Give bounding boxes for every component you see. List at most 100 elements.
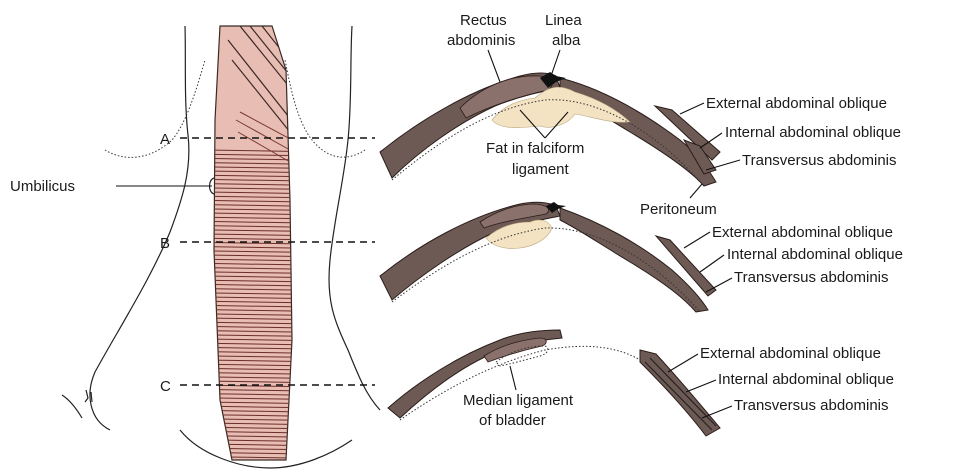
pubic-hair-mark	[84, 389, 93, 403]
rectus-fiber-stripes	[214, 149, 292, 459]
rectus-fiber-stripe	[214, 191, 292, 194]
section-a-rectus-label-2: abdominis	[447, 32, 515, 49]
rectus-fiber-stripe	[214, 204, 292, 207]
section-b-internal-leader	[699, 254, 725, 273]
section-a-linea-label-2: alba	[552, 32, 581, 49]
rectus-fiber-stripe	[214, 363, 292, 367]
rectus-fiber-stripe	[214, 309, 292, 312]
rectus-fiber-stripe	[214, 170, 292, 173]
section-c-lateral-wall	[639, 349, 721, 437]
left-hip-line	[61, 394, 83, 419]
rectus-fiber-stripe	[214, 199, 292, 203]
rectus-fiber-stripe	[214, 388, 292, 392]
section-b-transversus-leader	[705, 277, 733, 293]
rectus-fiber-stripe	[214, 275, 292, 278]
lower-belly-contour	[179, 429, 353, 469]
section-c-external-label: External abdominal oblique	[700, 345, 881, 362]
section-a-linea-leader	[550, 49, 561, 77]
rectus-fiber-stripe	[214, 292, 292, 295]
section-a-peritoneum	[391, 99, 701, 183]
rectus-fiber-stripe	[214, 279, 292, 283]
rectus-fiber-stripe	[214, 220, 292, 224]
left-rib-margin	[104, 59, 206, 158]
section-a-linea-alba	[540, 72, 566, 88]
section-a-external-label: External abdominal oblique	[706, 95, 887, 112]
rectus-fiber-stripe	[214, 325, 292, 329]
rectus-fiber-stripe	[214, 254, 292, 257]
rectus-fiber-stripe	[214, 153, 292, 157]
rectus-fiber-stripe	[214, 233, 292, 236]
rectus-fiber-stripe	[214, 212, 292, 215]
section-a-lateral-layer	[682, 139, 717, 175]
section-a-transversus-leader	[705, 159, 741, 171]
section-a-fat-label-2: ligament	[512, 161, 570, 178]
rectus-fiber-stripe	[214, 216, 292, 220]
rectus-fiber-stripe	[214, 288, 292, 291]
rectus-fiber-stripe	[214, 229, 292, 232]
rectus-fiber-stripe	[214, 342, 292, 346]
section-c-external-leader	[667, 353, 699, 373]
section-a-fat-leader	[519, 109, 569, 139]
rectus-fiber-stripe	[214, 346, 292, 350]
section-a-rectus-label-1: Rectus	[460, 12, 507, 29]
section-c-transversus-leader	[701, 405, 733, 419]
rectus-fiber-stripe	[214, 317, 292, 320]
section-b-peritoneum	[391, 227, 701, 313]
right-rib-margin	[284, 59, 366, 158]
section-b-wall-right	[559, 207, 709, 313]
rectus-fiber-stripe	[214, 397, 292, 400]
section-c-rectus	[483, 337, 547, 363]
rectus-fiber-stripe	[214, 296, 292, 299]
level-label-b: B	[160, 235, 170, 252]
rectus-fiber-stripe	[214, 157, 292, 161]
section-c-peritoneum	[399, 345, 641, 421]
section-b-external-label: External abdominal oblique	[712, 224, 893, 241]
rectus-fiber-stripe	[214, 334, 292, 337]
section-a-external-leader	[679, 102, 705, 115]
section-c-median-leader	[509, 365, 517, 391]
body-outline	[61, 25, 381, 469]
section-a-linea-label-1: Linea	[545, 12, 582, 29]
section-b-wall-left	[379, 201, 561, 301]
section-a-peritoneum-label: Peritoneum	[640, 201, 717, 218]
section-b-internal-label: Internal abdominal oblique	[727, 246, 903, 263]
section-b: External abdominal oblique Internal abdo…	[379, 201, 903, 313]
rectus-fiber-stripe	[214, 271, 292, 274]
section-c-lateral-lines	[644, 357, 717, 431]
rectus-fiber-stripe	[214, 321, 292, 325]
rectus-fiber-stripe	[214, 174, 292, 178]
rectus-fiber-stripe	[214, 183, 292, 186]
rectus-fiber-stripe	[214, 355, 292, 358]
section-b-rectus	[479, 203, 550, 229]
rectus-fiber-stripe	[214, 304, 292, 308]
rectus-fiber-stripe	[214, 237, 292, 241]
rectus-fiber-stripe	[214, 401, 292, 404]
section-b-linea-alba	[546, 202, 566, 213]
rectus-fiber-stripe	[214, 166, 292, 169]
rectus-fiber-stripe	[214, 250, 292, 253]
left-torso-contour	[89, 25, 190, 431]
rectus-fiber-stripe	[214, 187, 292, 190]
umbilicus-label: Umbilicus	[10, 178, 75, 195]
rectus-fiber-stripe	[214, 330, 292, 333]
section-b-lateral-oblique	[654, 235, 717, 297]
rectus-fiber-stripe	[214, 313, 292, 316]
rectus-fiber-stripe	[214, 262, 292, 266]
section-a-rectus-leader	[487, 49, 501, 83]
rectus-fiber-stripe	[214, 246, 292, 249]
section-a-lateral-oblique	[653, 105, 721, 161]
section-b-transversus-label: Transversus abdominis	[734, 269, 889, 286]
rectus-fiber-stripe	[214, 380, 292, 383]
rectus-fiber-stripe	[214, 283, 292, 287]
rectus-fiber-stripe	[214, 351, 292, 354]
section-a-peritoneum-leader	[689, 183, 703, 199]
rectus-fiber-stripe	[214, 225, 292, 228]
rectus-band	[213, 25, 293, 461]
section-c-internal-label: Internal abdominal oblique	[718, 371, 894, 388]
section-c: Median ligament of bladder External abdo…	[387, 329, 894, 437]
rectus-fiber-stripe	[214, 162, 292, 165]
section-c-median-label-2: of bladder	[479, 412, 546, 429]
rectus-fiber-stripe	[214, 367, 292, 371]
section-c-transversus-label: Transversus abdominis	[734, 397, 889, 414]
